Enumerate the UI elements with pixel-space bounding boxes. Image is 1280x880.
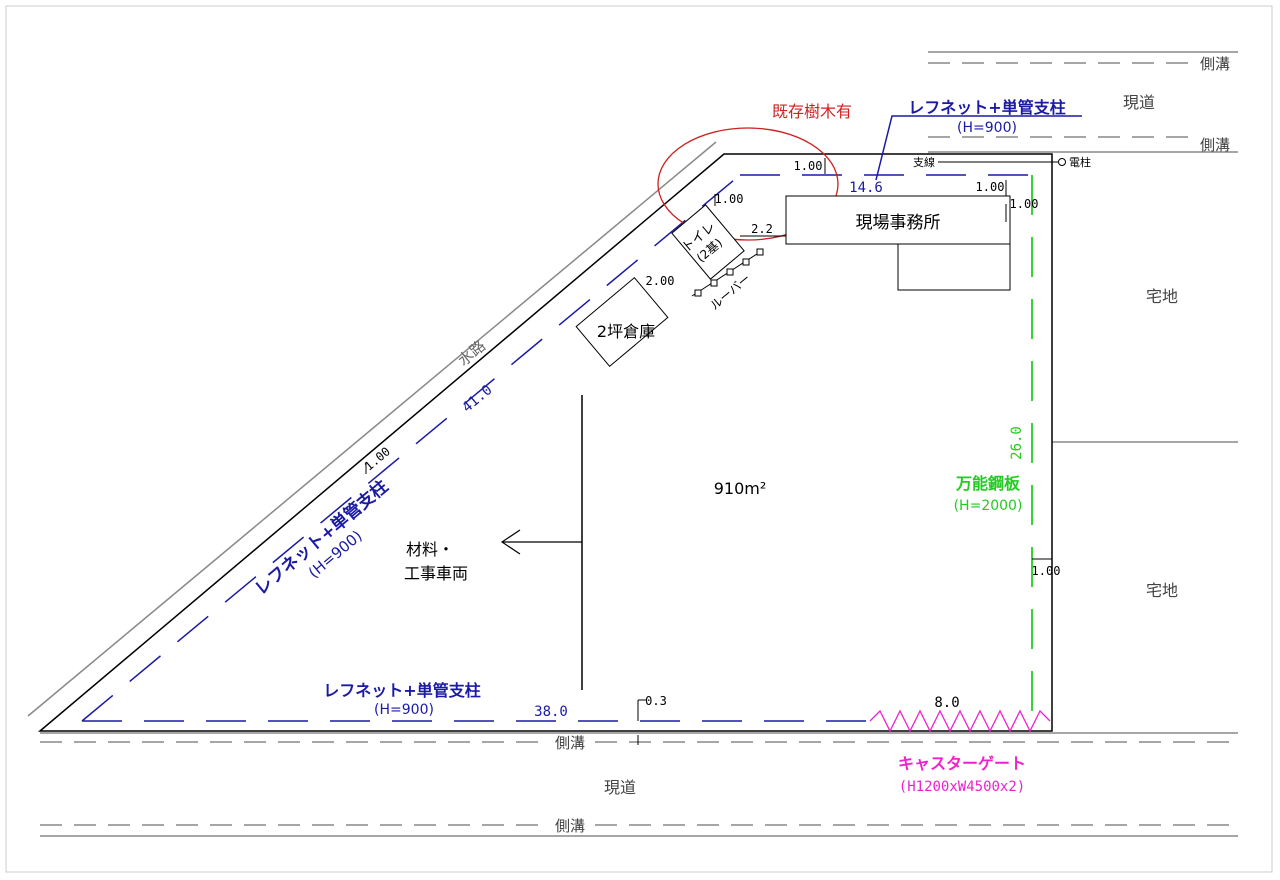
materials-label-line1: 材料・	[406, 540, 454, 559]
dim-offset-bottom: 0.3	[645, 694, 667, 708]
existing-trees-label: 既存樹木有	[772, 102, 852, 121]
steel-plate-label-line2: (H=2000)	[954, 498, 1023, 514]
blue-fence	[81, 115, 1082, 722]
warehouse-box	[575, 276, 669, 368]
steel-plate-label-line1: 万能鋼板	[955, 474, 1021, 493]
warehouse-label: 2坪倉庫	[597, 322, 655, 341]
site-office-box	[785, 195, 1011, 245]
louver-label: ルーバー	[708, 271, 754, 313]
road-label-bottom: 現道	[604, 778, 636, 797]
waterway-label: 水路	[455, 337, 490, 370]
toilet-box	[671, 204, 745, 280]
site-office-label: 現場事務所	[856, 213, 941, 233]
caster-gate-label-line2: (H1200xW4500x2)	[899, 779, 1025, 795]
utility-pole-label: 電柱	[1069, 155, 1091, 169]
guy-wire-label: 支線	[913, 155, 935, 169]
dim-office-gap: 2.2	[751, 222, 773, 236]
frame-border	[5, 5, 1273, 873]
right-dimension: 26.0	[1009, 426, 1025, 460]
gate-dimension: 8.0	[934, 695, 959, 711]
louver	[691, 248, 764, 297]
dimension-marks	[365, 158, 1052, 745]
bottom-fence-label-line2: (H=900)	[374, 702, 434, 718]
dim-offset-right: 1.00	[1032, 564, 1061, 578]
blue-fence-diagonal	[81, 174, 741, 722]
side-ditch-label-top-1: 側溝	[1200, 55, 1230, 73]
caster-gate-label-line1: キャスターゲート	[898, 754, 1026, 773]
site-office-annex-box	[897, 243, 1011, 291]
buildings	[575, 195, 1011, 368]
road-lines	[27, 51, 1238, 837]
side-ditch-label-bottom-2: 側溝	[555, 817, 585, 835]
side-ditch-label-bottom-1: 側溝	[555, 734, 585, 752]
waterway-line	[27, 141, 717, 717]
area-label: 910m²	[714, 479, 767, 498]
residential-label-1: 宅地	[1146, 287, 1178, 306]
road-label-top: 現道	[1123, 93, 1155, 112]
top-fence-label-line1: レフネット+単管支柱	[908, 98, 1065, 117]
bottom-dimension: 38.0	[534, 704, 568, 720]
bottom-fence-label-line1: レフネット+単管支柱	[323, 681, 480, 700]
existing-trees-circle	[657, 127, 839, 241]
top-fence-label-line2: (H=900)	[957, 120, 1017, 136]
caster-gate-zigzag	[869, 709, 1051, 733]
dim-offset-diagonal: 1.00	[362, 444, 393, 473]
diagonal-dimension: 41.0	[459, 382, 495, 416]
dim-toilet-gap: 2.00	[646, 274, 675, 288]
materials-label-line2: 工事車両	[404, 564, 468, 583]
top-dimension: 14.6	[849, 180, 883, 196]
dim-offset-top-right: 1.00	[976, 180, 1005, 194]
dim-offset-top-left: 1.00	[794, 159, 823, 173]
utility-pole-icon	[1058, 158, 1066, 166]
side-ditch-label-top-2: 側溝	[1200, 136, 1230, 154]
dim-offset-right-top: 1.00	[1010, 197, 1039, 211]
residential-label-2: 宅地	[1146, 581, 1178, 600]
dim-offset-toilet: 1.00	[715, 192, 744, 206]
top-fence-leader	[875, 115, 1082, 181]
site-boundary	[37, 153, 1053, 732]
